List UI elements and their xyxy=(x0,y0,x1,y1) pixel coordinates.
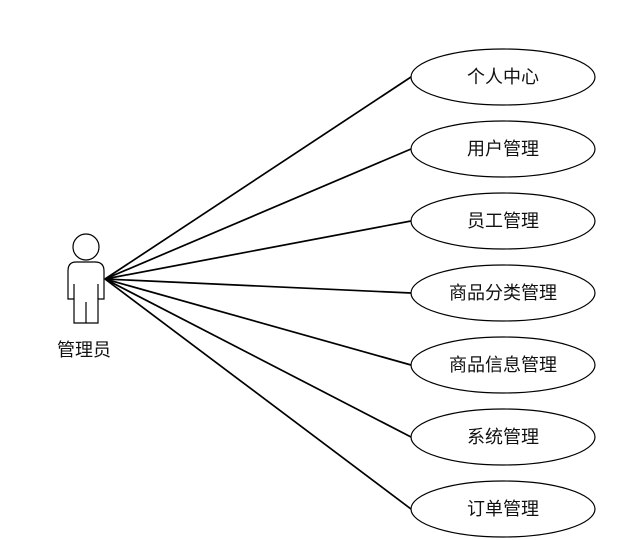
use-case-ellipse xyxy=(410,192,596,250)
association-line xyxy=(104,220,412,280)
use-case-label: 用户管理 xyxy=(467,139,539,160)
association-line xyxy=(104,278,412,510)
actor-admin: 管理员 xyxy=(57,233,111,361)
use-case: 系统管理 xyxy=(410,408,596,466)
use-case-ellipse xyxy=(410,48,596,106)
use-case: 商品信息管理 xyxy=(410,336,596,394)
use-case: 商品分类管理 xyxy=(410,264,596,322)
association-line xyxy=(104,278,412,294)
use-case: 个人中心 xyxy=(410,48,596,106)
association-line xyxy=(104,278,412,366)
use-case: 用户管理 xyxy=(410,120,596,178)
association-line xyxy=(104,278,412,438)
use-case-label: 系统管理 xyxy=(467,427,539,448)
association-line xyxy=(104,148,412,280)
use-case-label: 商品信息管理 xyxy=(449,355,557,376)
use-case-label: 员工管理 xyxy=(467,211,539,232)
use-case-ellipse xyxy=(410,408,596,466)
use-case: 订单管理 xyxy=(410,480,596,538)
actor-label: 管理员 xyxy=(57,340,111,361)
use-case-ellipse xyxy=(410,336,596,394)
connection-lines xyxy=(104,76,412,510)
actor-head xyxy=(72,233,100,261)
use-case-ellipse xyxy=(410,480,596,538)
use-case-ellipse xyxy=(410,264,596,322)
use-case: 员工管理 xyxy=(410,192,596,250)
association-line xyxy=(104,76,412,280)
use-case-label: 订单管理 xyxy=(467,499,539,520)
actor-body xyxy=(67,261,105,324)
use-case-label: 个人中心 xyxy=(467,67,539,88)
use-case-ellipse xyxy=(410,120,596,178)
use-case-label: 商品分类管理 xyxy=(449,283,557,304)
